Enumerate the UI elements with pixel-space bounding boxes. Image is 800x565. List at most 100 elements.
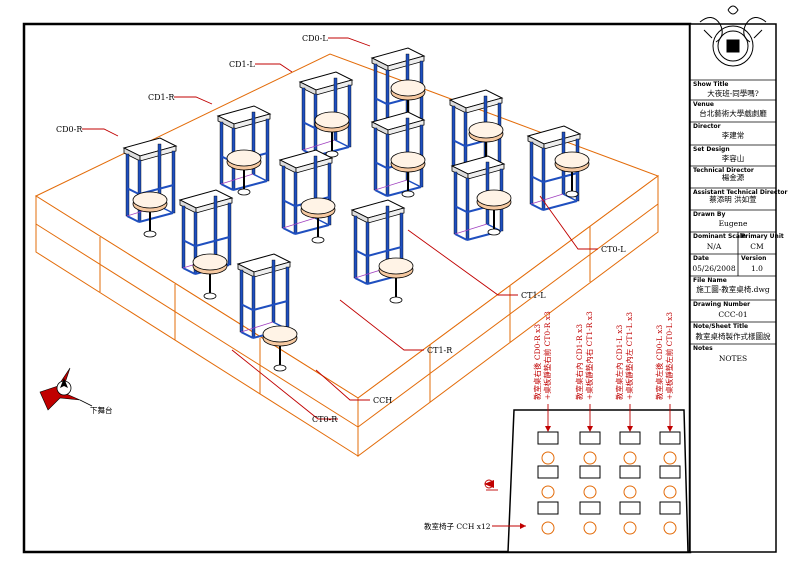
plan-desk-icon [579,501,601,515]
plan-chair-icon [541,451,555,465]
callout-cch: CCH [373,396,392,405]
compass-label: 下舞台 [90,405,113,415]
venue: 台北藝術大學戲劇廳 [699,108,767,118]
show-title: 大夜班-同學嗎? [707,88,759,98]
drawn-by: Eugene [719,219,748,228]
date: 05/26/2008 [692,264,735,273]
set-design: 李容山 [722,153,745,163]
callout-ct0-l: CT0-L [601,245,626,254]
plan-chair-icon [623,451,637,465]
plan-desk-icon [579,431,601,445]
compass-icon: 下舞台 [39,367,113,415]
plan-compass-icon [484,479,498,491]
callout-cd1-l: CD1-L [229,60,255,69]
chair-icon [132,191,168,238]
plan-chair-icon [583,521,597,535]
chair-icon [554,151,590,198]
plan-chair-icon [623,521,637,535]
version-label: Version [741,255,766,262]
plan-chair-icon [663,451,677,465]
drawing-number-label: Drawing Number [693,301,750,308]
plan-desk-icon [537,501,559,515]
technical-director-label: Technical Director [693,167,754,174]
chair-icon [378,257,414,304]
chair-note: 教室椅子 CCH x12 [424,521,491,531]
chair-icon [468,121,504,168]
plan-desk-icon [619,465,641,479]
director-label: Director [693,123,721,130]
plan-note: 教室桌右內 CD1-R x3+桌板靜墊內右 CT1-R x3 [574,311,594,400]
show-title-label: Show Title [693,81,729,88]
plan-desk-icon [579,465,601,479]
plan-desk-icon [537,465,559,479]
dominant-scale-label: Dominant Scale [693,233,746,240]
plan-desk-icon [619,501,641,515]
plan-desk-icon [659,501,681,515]
drawing-number: CCC-01 [718,310,747,319]
chair-icon [262,325,298,372]
plan-desk-icon [619,431,641,445]
plan-diagram: 教室桌右後 CD0-R x3+桌板靜墊右前 CT0-R x3 教室桌右內 CD1-… [424,311,689,553]
callout-ct1-r: CT1-R [427,346,453,355]
callout-labels: CD0-L CD1-L CD1-R CD0-R CT0-L CT1-L CT1-… [56,34,626,424]
chair-icon [390,151,426,198]
drawn-by-label: Drawn By [693,211,725,218]
desk-icon [216,105,272,191]
plan-chair-icon [663,485,677,499]
plan-chair-icon [663,521,677,535]
plan-note-line2: +桌板靜墊左前 CT0-L x3 [664,312,674,400]
chair-icon [476,189,512,236]
school-seal-logo [699,5,767,67]
plan-chair-icon [623,485,637,499]
callout-ct0-r: CT0-R [312,415,338,424]
dominant-scale: N/A [707,242,722,251]
plan-note: 教室桌左後 CD0-L x3+桌板靜墊左前 CT0-L x3 [654,312,674,400]
chair-icon [390,79,426,126]
plan-chair-icon [583,485,597,499]
director: 李建常 [722,130,745,140]
callout-cd0-r: CD0-R [56,125,83,134]
note-sheet-title: 教室桌椅製作式樣圖說 [696,331,771,341]
plan-desk-icon [659,431,681,445]
plan-note: 教室桌左內 CD1-L x3+桌板靜墊內左 CT1-L x3 [614,312,634,400]
callout-leaders [82,37,598,420]
plan-chair-icon [541,521,555,535]
plan-desk-icon [537,431,559,445]
callout-cd1-r: CD1-R [148,93,175,102]
plan-note-line2: +桌板靜墊內左 CT1-L x3 [624,312,634,400]
chair-icon [314,111,350,158]
plan-chair-icon [583,451,597,465]
callout-ct1-l: CT1-L [521,291,546,300]
plan-note-line1: 教室桌右後 CD0-R x3 [532,324,542,400]
stage-platform [34,53,660,457]
plan-note-line1: 教室桌左後 CD0-L x3 [654,324,664,400]
plan-note-line1: 教室桌左內 CD1-L x3 [614,324,624,400]
file-name-label: File Name [693,277,727,284]
desk-icon [122,137,178,223]
notes: NOTES [719,354,747,363]
file-name: 施工圖-教室桌椅.dwg [696,284,770,294]
chair-icon [226,149,262,196]
plan-note-line2: +桌板靜墊內右 CT1-R x3 [584,311,594,400]
plan-desk-icon [659,465,681,479]
chair-icon [300,197,336,244]
note-sheet-title-label: Note/Sheet Title [693,323,748,330]
plan-note: 教室桌右後 CD0-R x3+桌板靜墊右前 CT0-R x3 [532,311,552,400]
plan-note-line1: 教室桌右內 CD1-R x3 [574,324,584,400]
chair-icon [192,253,228,300]
desk-icon [236,253,292,339]
set-design-label: Set Design [693,146,730,153]
plan-note-line2: +桌板靜墊右前 CT0-R x3 [542,311,552,400]
plan-chair-icon [541,485,555,499]
notes-label: Notes [693,345,713,352]
primary-unit-label: Primary Unit [741,233,784,240]
desk-icon [278,149,334,235]
date-label: Date [693,255,709,262]
furniture-layer [122,47,590,372]
primary-unit: CM [750,242,764,251]
technical-director: 楊金源 [722,172,745,182]
venue-label: Venue [693,101,714,108]
assistant-td-label: Assistant Technical Director [693,189,787,196]
